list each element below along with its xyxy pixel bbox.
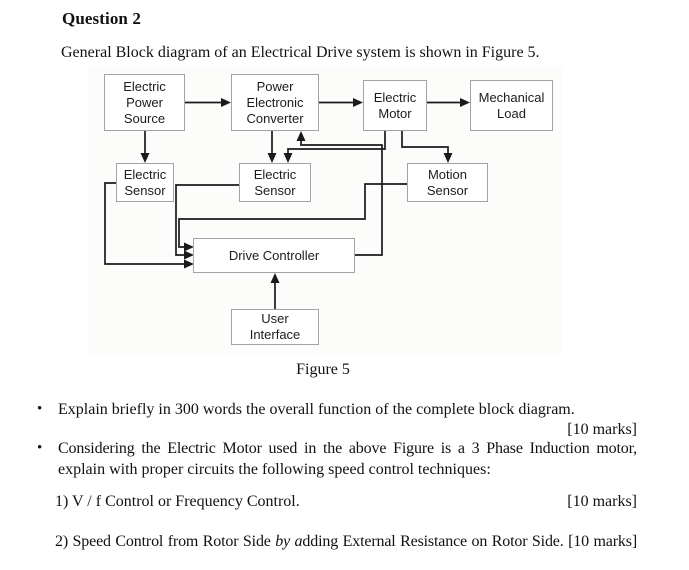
bullet-icon: • xyxy=(37,440,43,456)
sub-question-2: 2) Speed Control from Rotor Side by addi… xyxy=(55,531,637,552)
sub-question-1-marks: [10 marks] xyxy=(567,493,637,510)
box-electric-motor: Electric Motor xyxy=(363,80,427,131)
sub-question-1-text: 1) V / f Control or Frequency Control. xyxy=(55,493,300,510)
sub-question-2-prefix: 2) Speed Control from Rotor Side xyxy=(55,533,276,550)
bullet-1-marks: [10 marks] xyxy=(567,421,637,438)
box-drive-controller: Drive Controller xyxy=(193,238,355,273)
box-electric-sensor-1: Electric Sensor xyxy=(116,163,174,202)
box-motion-sensor: Motion Sensor xyxy=(407,163,488,202)
bullet-item-2: • Considering the Electric Motor used in… xyxy=(37,438,637,480)
box-electric-sensor-2: Electric Sensor xyxy=(239,163,311,202)
bullet-1-text: Explain briefly in 300 words the overall… xyxy=(58,401,575,418)
bullet-2-line1: Considering the Electric Motor used in t… xyxy=(58,440,637,457)
sub-question-2-italic: by a xyxy=(275,533,303,550)
intro-text: General Block diagram of an Electrical D… xyxy=(61,44,540,61)
box-mechanical-load: Mechanical Load xyxy=(470,80,553,131)
figure-caption: Figure 5 xyxy=(296,361,350,378)
box-electric-power-source: Electric Power Source xyxy=(104,74,185,131)
sub-question-1: 1) V / f Control or Frequency Control. [… xyxy=(55,491,637,512)
box-power-electronic-converter: Power Electronic Converter xyxy=(231,74,319,131)
box-user-interface: User Interface xyxy=(231,309,319,345)
question-title: Question 2 xyxy=(62,9,141,28)
bullet-2-line2: explain with proper circuits the followi… xyxy=(58,461,491,478)
bullet-icon: • xyxy=(37,401,43,417)
sub-question-2-suffix: dding External Resistance on Rotor Side.… xyxy=(302,533,637,550)
bullet-item-1: • Explain briefly in 300 words the overa… xyxy=(37,399,637,420)
